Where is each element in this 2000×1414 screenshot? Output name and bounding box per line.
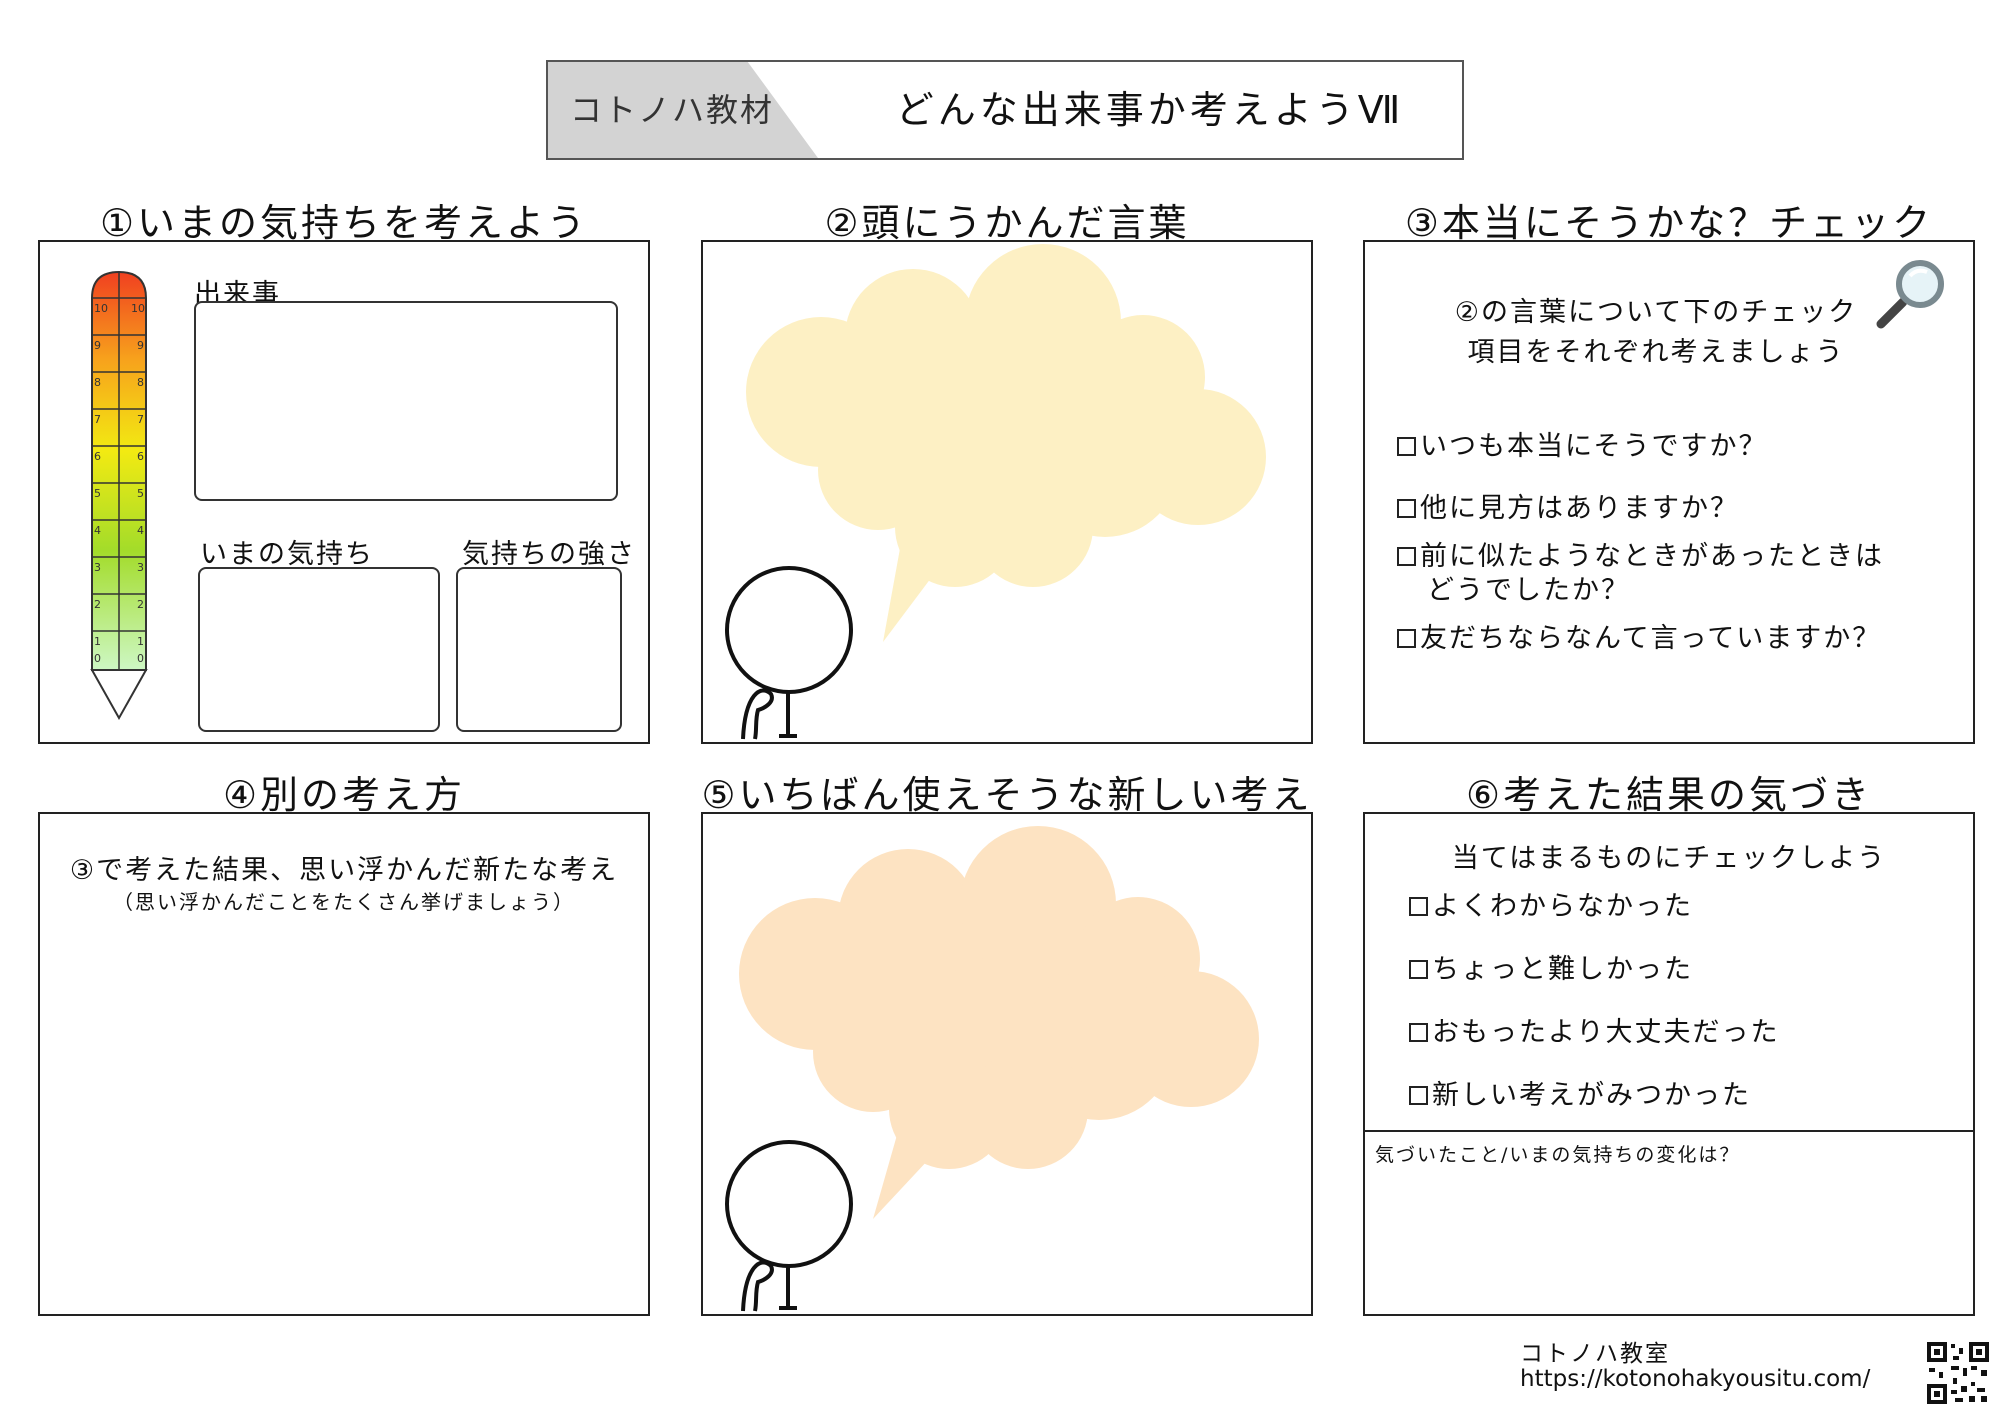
section-4-title: ④別の考え方 bbox=[222, 773, 466, 817]
strength-input-box[interactable] bbox=[456, 567, 622, 732]
worksheet-title: どんな出来事か考えようⅦ bbox=[895, 88, 1405, 132]
check-item-other-view[interactable]: 他に見方はありますか？ bbox=[1397, 486, 1739, 525]
section-4-panel[interactable]: ③で考えた結果、思い浮かんだ新たな考え （思い浮かんだことをたくさん挙げましょう… bbox=[38, 812, 650, 1316]
feeling-label: いまの気持ち bbox=[200, 539, 374, 570]
check-item-text: 前に似たようなときがあったときは bbox=[1420, 541, 1884, 572]
scale-label: 4 bbox=[137, 524, 144, 537]
checkbox[interactable] bbox=[1409, 960, 1428, 979]
checkbox[interactable] bbox=[1409, 1086, 1428, 1105]
check-item-text: 他に見方はありますか？ bbox=[1420, 493, 1739, 524]
feeling-input-box[interactable] bbox=[198, 567, 440, 732]
checkbox[interactable] bbox=[1397, 629, 1416, 648]
check-item-friend-view[interactable]: 友だちならなんて言っていますか？ bbox=[1397, 616, 1881, 655]
thought-bubble-icon bbox=[725, 244, 1266, 740]
worksheet-header: コトノハ教材 どんな出来事か考えようⅦ bbox=[546, 60, 1464, 160]
check-item-text: よくわからなかった bbox=[1432, 891, 1693, 922]
scale-label: 9 bbox=[94, 339, 101, 352]
check-item-text: おもったより大丈夫だった bbox=[1432, 1017, 1780, 1048]
footer-name: コトノハ教室 bbox=[1520, 1341, 1670, 1367]
section-3-title: ③本当にそうかな？チェック bbox=[1404, 201, 1934, 245]
scale-label: 5 bbox=[94, 487, 101, 500]
scale-label: 3 bbox=[137, 561, 144, 574]
section-4-instruction: ③で考えた結果、思い浮かんだ新たな考え bbox=[69, 855, 619, 886]
section-4-note: （思い浮かんだことをたくさん挙げましょう） bbox=[113, 890, 575, 914]
checkbox[interactable] bbox=[1409, 1023, 1428, 1042]
scale-label: 1 bbox=[94, 635, 101, 648]
thought-cloud bbox=[739, 826, 1259, 1219]
thinking-person-icon bbox=[725, 566, 853, 740]
section-3-panel: ②の言葉について下のチェック 項目をそれぞれ考えましょう いつも本当にそうですか… bbox=[1363, 240, 1975, 744]
checkbox[interactable] bbox=[1397, 437, 1416, 456]
scale-label: 7 bbox=[137, 413, 144, 426]
check-item-bit-difficult[interactable]: ちょっと難しかった bbox=[1409, 947, 1693, 986]
thinking-person-icon bbox=[725, 1140, 853, 1312]
event-input-box[interactable] bbox=[194, 301, 618, 501]
notes-label: 気づいたこと/いまの気持ちの変化は？ bbox=[1375, 1144, 1741, 1166]
scale-label: 10 bbox=[131, 302, 145, 315]
scale-label: 3 bbox=[94, 561, 101, 574]
check-item-text: ちょっと難しかった bbox=[1432, 954, 1693, 985]
check-item-text: いつも本当にそうですか？ bbox=[1420, 431, 1768, 462]
scale-label: 6 bbox=[94, 450, 101, 463]
check-item-better-than-expected[interactable]: おもったより大丈夫だった bbox=[1409, 1010, 1779, 1049]
section-3-intro-line-2: 項目をそれぞれ考えましょう bbox=[1467, 337, 1845, 368]
checkbox[interactable] bbox=[1397, 547, 1416, 566]
feeling-scale-pencil-icon: 10 10 9 9 8 8 7 7 6 6 5 5 4 4 3 3 2 2 1 … bbox=[90, 270, 148, 720]
section-3-intro-line-1: ②の言葉について下のチェック bbox=[1454, 297, 1858, 328]
scale-label: 5 bbox=[137, 487, 144, 500]
scale-label: 0 bbox=[94, 652, 101, 665]
magnifier-icon bbox=[1876, 260, 1944, 329]
scale-label: 6 bbox=[137, 450, 144, 463]
scale-label: 8 bbox=[94, 376, 101, 389]
footer-url[interactable]: https://kotonohakyousitu.com/ bbox=[1520, 1366, 1871, 1392]
scale-label: 4 bbox=[94, 524, 101, 537]
check-item-past-experience[interactable]: 前に似たようなときがあったときは bbox=[1397, 534, 1884, 573]
check-item-did-not-understand[interactable]: よくわからなかった bbox=[1409, 884, 1693, 923]
check-item-text: 友だちならなんて言っていますか？ bbox=[1420, 623, 1882, 654]
section-5-panel[interactable] bbox=[701, 812, 1313, 1316]
scale-label: 1 bbox=[137, 635, 144, 648]
section-1-title: ①いまの気持ちを考えよう bbox=[99, 201, 589, 245]
notes-area[interactable] bbox=[1365, 1132, 1973, 1314]
thought-cloud bbox=[746, 244, 1266, 642]
section-5-title: ⑤いちばん使えそうな新しい考え bbox=[701, 773, 1313, 817]
scale-label: 9 bbox=[137, 339, 144, 352]
section-2-title: ②頭にうかんだ言葉 bbox=[824, 201, 1190, 245]
section-2-panel[interactable] bbox=[701, 240, 1313, 744]
check-item-text: 新しい考えがみつかった bbox=[1432, 1080, 1751, 1111]
check-item-past-experience-cont: どうでしたか？ bbox=[1427, 575, 1630, 606]
section-1-panel: 10 10 9 9 8 8 7 7 6 6 5 5 4 4 3 3 2 2 1 … bbox=[38, 240, 650, 744]
scale-label: 2 bbox=[94, 598, 101, 611]
section-6-divider bbox=[1365, 1130, 1973, 1132]
check-item-always-true[interactable]: いつも本当にそうですか？ bbox=[1397, 424, 1767, 463]
checkbox[interactable] bbox=[1397, 499, 1416, 518]
scale-label: 10 bbox=[94, 302, 108, 315]
section-6-title: ⑥考えた結果の気づき bbox=[1465, 773, 1873, 817]
scale-label: 8 bbox=[137, 376, 144, 389]
header-tag: コトノハ教材 bbox=[570, 91, 775, 129]
scale-label: 7 bbox=[94, 413, 101, 426]
check-item-found-new-thought[interactable]: 新しい考えがみつかった bbox=[1409, 1073, 1751, 1112]
section-6-panel: 当てはまるものにチェックしよう よくわからなかった ちょっと難しかった おもった… bbox=[1363, 812, 1975, 1316]
scale-label: 2 bbox=[137, 598, 144, 611]
strength-label: 気持ちの強さ bbox=[462, 539, 636, 570]
scale-label: 0 bbox=[137, 652, 144, 665]
qr-code-icon bbox=[1925, 1340, 1991, 1406]
section-6-instruction: 当てはまるものにチェックしよう bbox=[1451, 843, 1887, 874]
thought-bubble-icon bbox=[725, 826, 1259, 1312]
checkbox[interactable] bbox=[1409, 897, 1428, 916]
